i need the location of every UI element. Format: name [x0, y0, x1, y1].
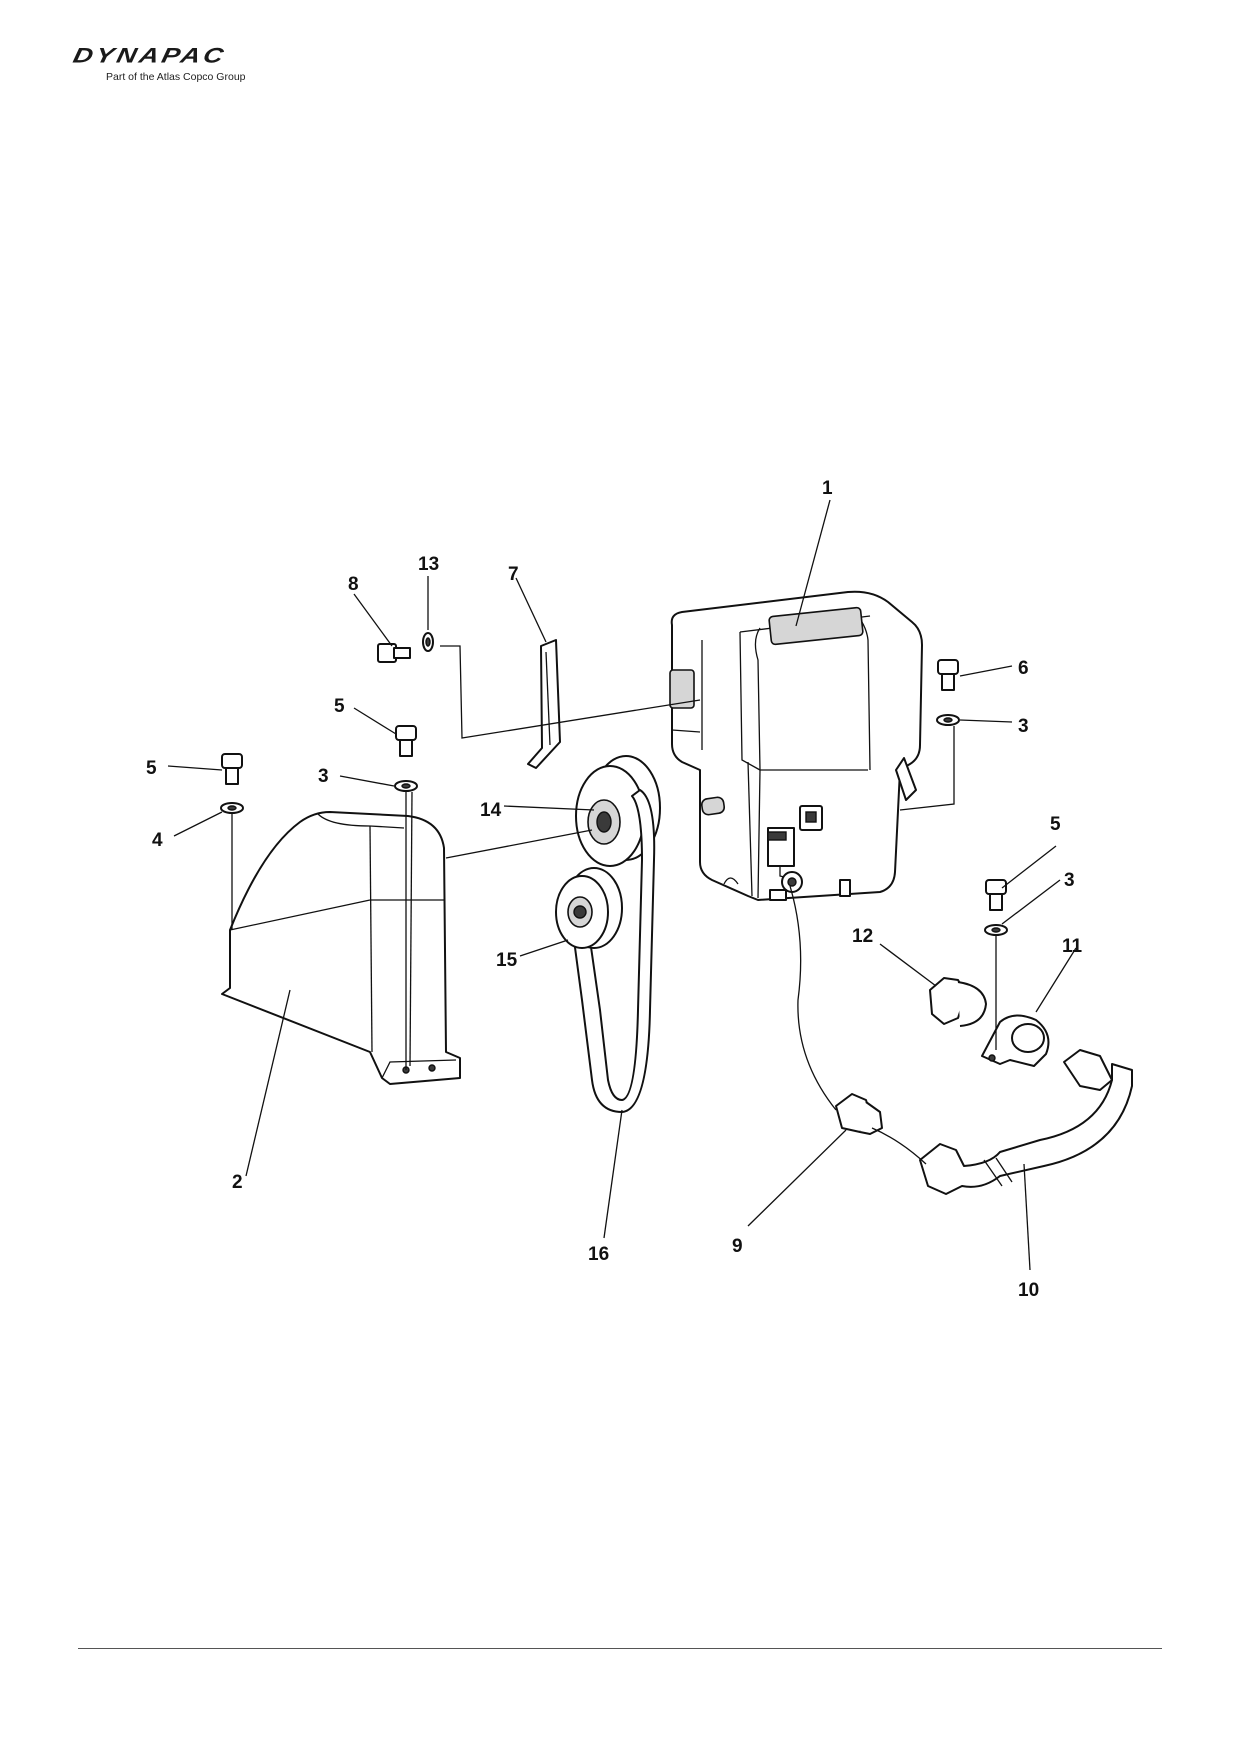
dynapac-logo: DYNAPAC Part of the Atlas Copco Group: [71, 44, 296, 88]
callout-5-left: 5: [146, 758, 157, 779]
callout-3-lower-right: 3: [1064, 870, 1075, 891]
part-bolt-5-left: [220, 753, 244, 814]
part-fitting: [835, 1093, 883, 1135]
callout-2: 2: [232, 1172, 243, 1193]
logo-tagline: Part of the Atlas Copco Group: [106, 71, 246, 83]
part-pulley: [575, 755, 661, 867]
callout-14: 14: [480, 800, 502, 821]
part-bolt-5-right: [984, 879, 1008, 936]
callout-15: 15: [496, 950, 518, 971]
callout-9: 9: [732, 1236, 743, 1257]
part-drive-pulley: [555, 867, 623, 949]
callout-1: 1: [822, 478, 833, 499]
callout-10: 10: [1018, 1280, 1039, 1301]
part-hose: [919, 1049, 1133, 1195]
callout-13: 13: [418, 554, 439, 575]
part-bracket: [527, 639, 561, 769]
part-engine: [669, 590, 923, 901]
callout-5-middle: 5: [334, 696, 345, 717]
part-clamp: [981, 1014, 1050, 1067]
callout-3-upper-right: 3: [1018, 716, 1029, 737]
oil-line: [789, 885, 837, 1111]
oil-line-lower: [871, 1127, 927, 1165]
callout-16: 16: [588, 1244, 609, 1265]
callout-5-right: 5: [1050, 814, 1061, 835]
part-belt-guard: [221, 811, 461, 1085]
part-bolt-8: [377, 632, 434, 663]
leader-lines: [167, 499, 1077, 1271]
part-plug: [929, 977, 987, 1027]
callout-3-middle: 3: [318, 766, 329, 787]
part-bolt-5-mid: [394, 725, 418, 792]
callout-4: 4: [152, 830, 163, 851]
callout-11: 11: [1062, 936, 1083, 957]
callout-7: 7: [508, 564, 519, 585]
part-bolt-6: [936, 659, 960, 726]
callout-6: 6: [1018, 658, 1029, 679]
callout-12: 12: [852, 926, 873, 947]
footer-divider: [78, 1648, 1162, 1649]
callout-8: 8: [348, 574, 359, 595]
